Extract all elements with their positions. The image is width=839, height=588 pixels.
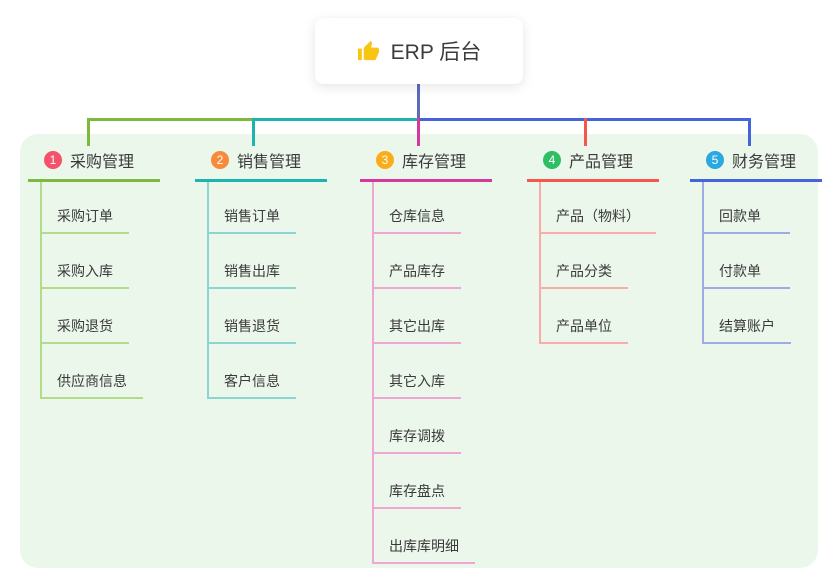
child-node-label: 产品（物料）	[556, 208, 640, 224]
branch-label[interactable]: 4 产品管理	[527, 146, 660, 182]
child-node[interactable]: 其它出库	[372, 289, 461, 344]
connector-rail-segment-2	[253, 118, 419, 121]
branch-number-badge: 5	[706, 151, 724, 169]
branch-label-text: 财务管理	[732, 154, 797, 171]
branch-number-badge: 2	[211, 151, 229, 169]
child-node-label: 产品库存	[389, 263, 445, 279]
branch-node-1: 1 采购管理 采购订单 采购入库 采购退货 供应商信息	[28, 146, 161, 399]
branch-node-5: 5 财务管理 回款单 付款单 结算账户	[690, 146, 823, 344]
child-node-label: 结算账户	[719, 318, 775, 334]
child-node-label: 供应商信息	[57, 373, 127, 389]
child-node-label: 其它入库	[389, 373, 445, 389]
branch-label[interactable]: 2 销售管理	[195, 146, 328, 182]
connector-drop-4	[584, 118, 587, 146]
child-node[interactable]: 产品（物料）	[539, 182, 656, 234]
child-node[interactable]: 结算账户	[702, 289, 791, 344]
branch-children: 回款单 付款单 结算账户	[702, 182, 791, 344]
branch-node-4: 4 产品管理 产品（物料） 产品分类 产品单位	[527, 146, 660, 344]
branch-label-text: 产品管理	[569, 154, 634, 171]
child-node-label: 销售退货	[224, 318, 280, 334]
branch-label[interactable]: 1 采购管理	[28, 146, 161, 182]
branch-children: 销售订单 销售出库 销售退货 客户信息	[207, 182, 296, 399]
child-node[interactable]: 销售订单	[207, 182, 296, 234]
branch-number-badge: 1	[44, 151, 62, 169]
child-node-label: 采购订单	[57, 208, 113, 224]
child-node-label: 采购入库	[57, 263, 113, 279]
child-node[interactable]: 采购订单	[40, 182, 129, 234]
child-node-label: 其它出库	[389, 318, 445, 334]
root-node[interactable]: ERP 后台	[315, 18, 523, 84]
child-node[interactable]: 产品库存	[372, 234, 461, 289]
connector-root-line	[417, 84, 420, 121]
thumbs-up-icon	[357, 40, 380, 63]
child-node[interactable]: 产品分类	[539, 234, 628, 289]
child-node-label: 库存盘点	[389, 483, 445, 499]
branch-label-text: 采购管理	[70, 154, 135, 171]
branch-label[interactable]: 3 库存管理	[360, 146, 493, 182]
child-node-label: 库存调拨	[389, 428, 445, 444]
child-node[interactable]: 回款单	[702, 182, 790, 234]
child-node-label: 产品分类	[556, 263, 612, 279]
child-node[interactable]: 采购退货	[40, 289, 129, 344]
branch-children: 产品（物料） 产品分类 产品单位	[539, 182, 656, 344]
child-node-label: 销售出库	[224, 263, 280, 279]
child-node[interactable]: 采购入库	[40, 234, 129, 289]
connector-drop-1	[87, 118, 90, 146]
child-node[interactable]: 销售出库	[207, 234, 296, 289]
child-node[interactable]: 付款单	[702, 234, 790, 289]
child-node[interactable]: 仓库信息	[372, 182, 461, 234]
branch-label-text: 销售管理	[237, 154, 302, 171]
child-node[interactable]: 库存调拨	[372, 399, 461, 454]
child-node[interactable]: 销售退货	[207, 289, 296, 344]
branch-node-2: 2 销售管理 销售订单 销售出库 销售退货 客户信息	[195, 146, 328, 399]
branch-node-3: 3 库存管理 仓库信息 产品库存 其它出库 其它入库 库存调拨 库存盘点 出库库…	[360, 146, 493, 564]
child-node-label: 客户信息	[224, 373, 280, 389]
child-node-label: 销售订单	[224, 208, 280, 224]
branch-number-badge: 3	[376, 151, 394, 169]
child-node[interactable]: 库存盘点	[372, 454, 461, 509]
branch-number-badge: 4	[543, 151, 561, 169]
connector-drop-3	[417, 118, 420, 146]
branch-label-text: 库存管理	[402, 154, 467, 171]
branches-panel	[20, 134, 818, 568]
child-node-label: 产品单位	[556, 318, 612, 334]
connector-drop-5	[748, 118, 751, 146]
connector-drop-2	[252, 118, 255, 146]
child-node[interactable]: 出库库明细	[372, 509, 475, 564]
child-node[interactable]: 客户信息	[207, 344, 296, 399]
child-node-label: 出库库明细	[389, 538, 459, 554]
child-node-label: 回款单	[719, 208, 761, 224]
child-node-label: 仓库信息	[389, 208, 445, 224]
connector-rail-segment-1	[87, 118, 255, 121]
child-node[interactable]: 产品单位	[539, 289, 628, 344]
branch-children: 采购订单 采购入库 采购退货 供应商信息	[40, 182, 143, 399]
child-node[interactable]: 供应商信息	[40, 344, 143, 399]
child-node[interactable]: 其它入库	[372, 344, 461, 399]
root-title: ERP 后台	[390, 41, 482, 64]
branch-label[interactable]: 5 财务管理	[690, 146, 823, 182]
child-node-label: 付款单	[719, 263, 761, 279]
branch-children: 仓库信息 产品库存 其它出库 其它入库 库存调拨 库存盘点 出库库明细	[372, 182, 475, 564]
child-node-label: 采购退货	[57, 318, 113, 334]
